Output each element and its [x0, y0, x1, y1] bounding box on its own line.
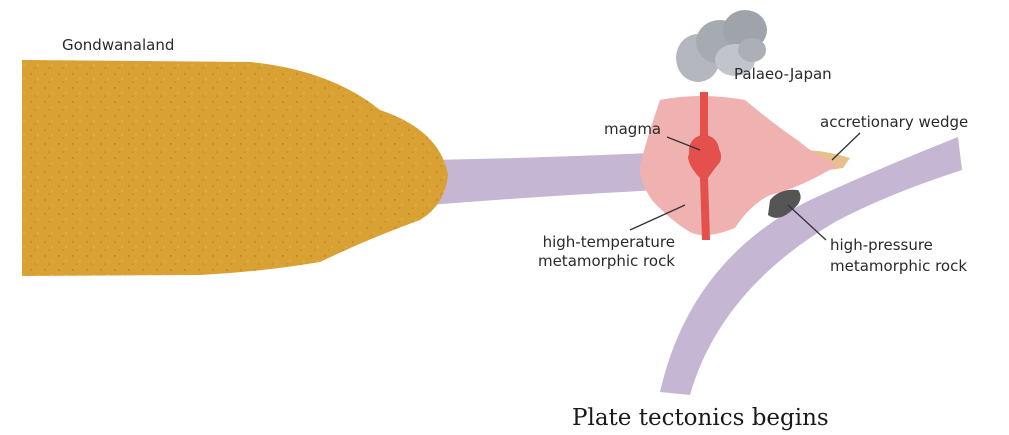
gondwanaland-label: Gondwanaland: [62, 36, 174, 54]
accretionary-wedge-label: accretionary wedge: [820, 113, 968, 131]
gondwanaland-landmass: [22, 60, 448, 276]
wedge-leader-line: [832, 133, 860, 160]
high-pressure-label-line1: high-pressure: [830, 236, 933, 254]
diagram-caption: Plate tectonics begins: [572, 405, 829, 431]
high-temperature-label-line2: metamorphic rock: [538, 252, 675, 270]
high-pressure-label-line2: metamorphic rock: [830, 257, 967, 275]
palaeo-japan-label: Palaeo-Japan: [734, 65, 832, 83]
horizontal-plate: [430, 153, 660, 205]
high-temperature-label-line1: high-temperature: [543, 233, 675, 251]
magma-chamber: [689, 135, 719, 165]
magma-label: magma: [604, 120, 661, 138]
